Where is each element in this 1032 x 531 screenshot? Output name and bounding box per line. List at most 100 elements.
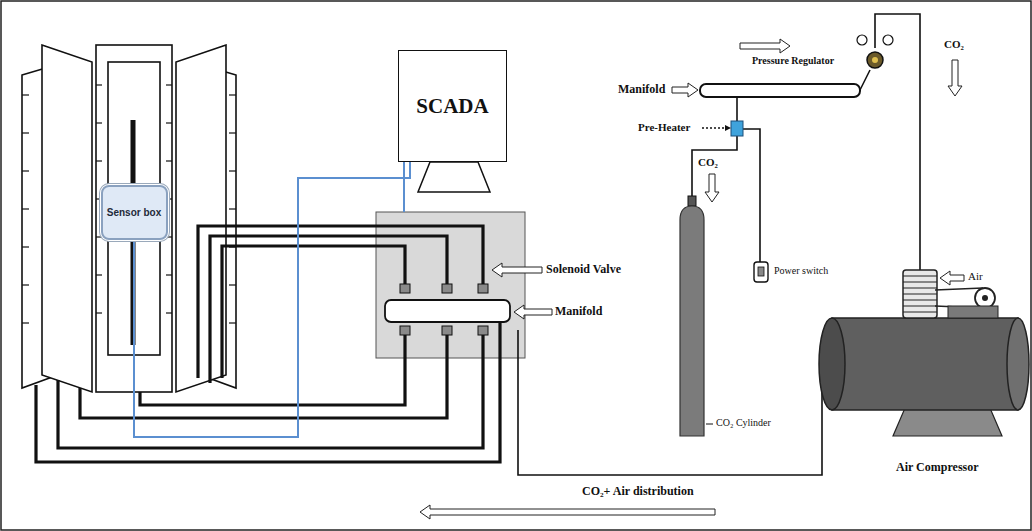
drawing-part xyxy=(518,330,822,475)
drawing-part xyxy=(376,212,525,358)
part-label: Manifold xyxy=(555,304,602,319)
drawing-part xyxy=(875,14,920,270)
drawing-part xyxy=(96,274,102,275)
drawing-part xyxy=(80,330,447,418)
drawing-part xyxy=(948,60,962,96)
drawing-part xyxy=(229,94,236,95)
drawing-part xyxy=(166,84,172,85)
drawing-part xyxy=(705,174,719,202)
drawing-part xyxy=(706,424,713,425)
drawing-part xyxy=(903,306,937,307)
drawing-part xyxy=(819,318,845,410)
drawing-part xyxy=(903,288,937,289)
drawing-part xyxy=(42,45,92,392)
drawing-part xyxy=(22,208,29,209)
drawing-part xyxy=(58,330,483,448)
drawing-part xyxy=(22,170,29,171)
drawing-part xyxy=(903,294,937,295)
drawing-part xyxy=(176,45,226,392)
drawing-part xyxy=(442,326,452,335)
drawing-part xyxy=(166,122,172,123)
drawing-part xyxy=(140,330,405,405)
part-label: Pre-Heater xyxy=(638,121,690,133)
drawing-part xyxy=(903,300,937,301)
drawing-part xyxy=(860,70,870,90)
node-text: Sensor box xyxy=(107,207,161,219)
drawing-part xyxy=(166,160,172,161)
drawing-part xyxy=(22,45,236,392)
drawing-part xyxy=(166,274,172,275)
drawing-part xyxy=(403,162,405,212)
part-label: Manifold xyxy=(618,82,665,97)
drawing-part xyxy=(758,267,764,276)
drawing-part xyxy=(742,129,760,262)
drawing-part xyxy=(832,318,1018,410)
drawing-part xyxy=(492,263,542,277)
drawing-part xyxy=(903,282,937,283)
gas-label: CO₂ xyxy=(944,38,964,50)
part-label: Air Compressor xyxy=(896,460,979,475)
drawing-part xyxy=(1007,318,1029,410)
drawing-part xyxy=(903,276,937,277)
drawing-part xyxy=(442,284,452,293)
drawing-part xyxy=(418,162,490,192)
drawing-part xyxy=(166,312,172,313)
flow-label: CO₂+ Air distribution xyxy=(582,484,694,499)
drawing-part xyxy=(883,35,893,45)
drawing-part xyxy=(400,326,410,335)
drawing-part xyxy=(229,284,236,285)
drawing-part xyxy=(400,284,488,335)
drawing-part xyxy=(982,295,988,301)
drawing-part xyxy=(22,284,29,285)
drawing-part xyxy=(420,505,715,519)
drawing-part xyxy=(96,312,102,313)
drawing-part xyxy=(166,236,172,237)
drawing-part xyxy=(22,246,29,247)
node-text: SCADA xyxy=(416,94,488,119)
drawing-part xyxy=(229,170,236,171)
drawing-part xyxy=(872,57,878,63)
drawing-part xyxy=(903,312,937,313)
drawing-part xyxy=(229,132,236,133)
drawing-part xyxy=(22,94,29,95)
drawing-part xyxy=(229,322,236,323)
scada-monitor: SCADA xyxy=(398,50,507,162)
drawing-part xyxy=(22,85,236,323)
drawing-part xyxy=(672,83,698,97)
sensor-box: Sensor box xyxy=(101,185,168,240)
drawing-part xyxy=(736,97,738,122)
drawing-part xyxy=(688,196,696,206)
drawing-part xyxy=(940,271,964,285)
drawing-part xyxy=(903,276,937,312)
part-label: Solenoid Valve xyxy=(546,262,621,277)
drawing-part xyxy=(740,39,790,53)
drawing-part xyxy=(514,305,552,319)
drawing-part xyxy=(229,208,236,209)
part-label: Pressure Regulator xyxy=(752,55,834,66)
drawing-part xyxy=(893,408,1002,436)
drawing-part xyxy=(680,206,704,436)
drawing-part xyxy=(702,127,728,128)
drawing-part xyxy=(222,246,405,378)
drawing-part xyxy=(948,306,998,318)
drawing-part xyxy=(22,132,29,133)
part-label: CO₂ Cylinder xyxy=(716,417,771,428)
gas-label: CO₂ xyxy=(698,156,718,168)
drawing-part xyxy=(96,122,102,123)
drawing-part xyxy=(754,262,768,282)
drawing-part xyxy=(96,236,102,237)
drawing-part xyxy=(903,270,937,318)
drawing-part xyxy=(385,300,510,322)
drawing-part xyxy=(725,125,731,131)
drawing-part xyxy=(36,322,500,462)
drawing-part xyxy=(36,226,500,462)
drawing-part xyxy=(867,52,883,68)
drawing-part xyxy=(935,288,983,290)
flow-label: Air xyxy=(968,270,983,282)
drawing-part xyxy=(400,284,410,293)
drawing-part xyxy=(478,326,488,335)
